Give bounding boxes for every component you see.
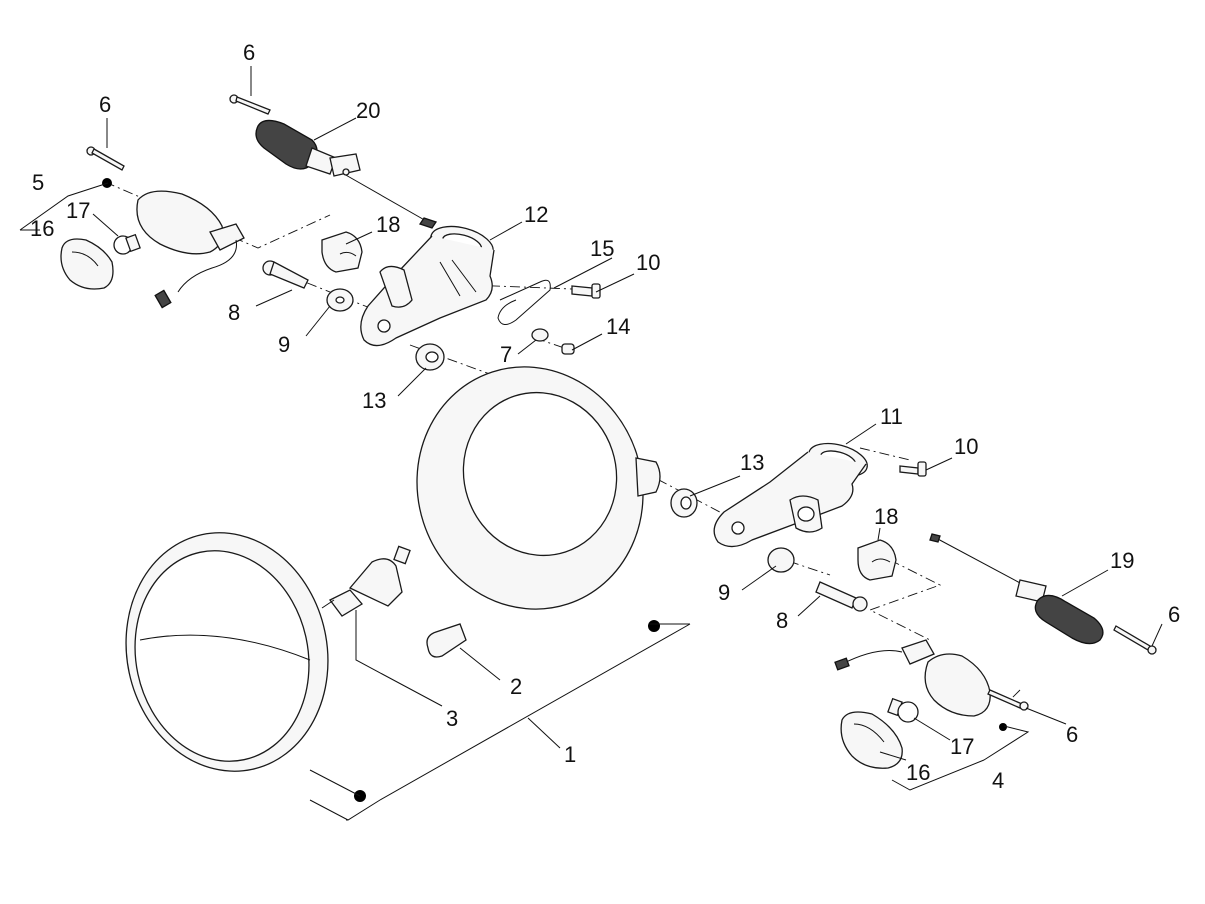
left-bolt-8 bbox=[262, 260, 309, 289]
right-grommet-cap-18 bbox=[857, 539, 897, 581]
callout-labels: 6 6 20 5 17 16 12 18 15 10 8 9 14 7 13 1… bbox=[30, 40, 1180, 793]
left-grommet-13 bbox=[415, 343, 445, 371]
left-turn-signal bbox=[136, 190, 245, 309]
left-signal-bolt bbox=[86, 146, 125, 171]
callout-15: 15 bbox=[590, 236, 614, 261]
left-bracket bbox=[360, 225, 495, 347]
callout-17-left: 17 bbox=[66, 198, 90, 223]
callout-9-right: 9 bbox=[718, 580, 730, 605]
callout-18-right: 18 bbox=[874, 504, 898, 529]
callout-16-right: 16 bbox=[906, 760, 930, 785]
parking-bulb-2 bbox=[426, 623, 467, 658]
left-grommet-cap-18 bbox=[321, 231, 363, 273]
headlight-housing bbox=[416, 366, 661, 610]
right-washer-9 bbox=[767, 547, 795, 573]
callout-8-top: 8 bbox=[228, 300, 240, 325]
callout-10-top: 10 bbox=[636, 250, 660, 275]
right-turn-signal bbox=[834, 639, 991, 717]
main-bulb-3 bbox=[321, 545, 411, 617]
callout-14: 14 bbox=[606, 314, 630, 339]
callout-13-top: 13 bbox=[362, 388, 386, 413]
left-lens bbox=[60, 238, 114, 290]
callout-1: 1 bbox=[564, 742, 576, 767]
leader-lines bbox=[19, 66, 1163, 821]
right-lens bbox=[840, 711, 903, 769]
left-washer-7 bbox=[531, 328, 549, 342]
left-washer-9 bbox=[326, 288, 354, 312]
callout-20: 20 bbox=[356, 98, 380, 123]
top-reflector bbox=[255, 119, 438, 229]
callout-17-right: 17 bbox=[950, 734, 974, 759]
right-bolt-8 bbox=[815, 581, 868, 612]
left-bolt-10 bbox=[571, 283, 601, 299]
top-bolt bbox=[229, 94, 271, 115]
callout-4: 4 bbox=[992, 768, 1004, 793]
headlight-lens bbox=[125, 532, 329, 772]
right-bolt-10 bbox=[899, 461, 927, 477]
callout-10-right: 10 bbox=[954, 434, 978, 459]
right-reflector bbox=[929, 533, 1104, 645]
callout-11: 11 bbox=[880, 404, 903, 429]
callout-3: 3 bbox=[446, 706, 458, 731]
callout-6-top: 6 bbox=[243, 40, 255, 65]
callout-6-right: 6 bbox=[1168, 602, 1180, 627]
callout-13-right: 13 bbox=[740, 450, 764, 475]
right-grommet-13 bbox=[670, 488, 698, 518]
callout-2: 2 bbox=[510, 674, 522, 699]
callout-16-left: 16 bbox=[30, 216, 54, 241]
left-bulb bbox=[113, 233, 141, 255]
right-reflector-bolt bbox=[1113, 625, 1157, 655]
callout-6-left: 6 bbox=[99, 92, 111, 117]
right-bracket bbox=[713, 442, 868, 548]
right-signal-bolt bbox=[987, 689, 1029, 711]
callout-19: 19 bbox=[1110, 548, 1134, 573]
callout-8-right: 8 bbox=[776, 608, 788, 633]
callout-7: 7 bbox=[500, 342, 512, 367]
group-dots bbox=[102, 178, 1007, 802]
right-bulb bbox=[887, 697, 919, 723]
left-screw-14 bbox=[561, 343, 575, 355]
callout-5: 5 bbox=[32, 170, 44, 195]
left-clip-15 bbox=[497, 279, 551, 325]
callout-6-bottom: 6 bbox=[1066, 722, 1078, 747]
callout-18-top: 18 bbox=[376, 212, 400, 237]
callout-12: 12 bbox=[524, 202, 548, 227]
callout-9-top: 9 bbox=[278, 332, 290, 357]
